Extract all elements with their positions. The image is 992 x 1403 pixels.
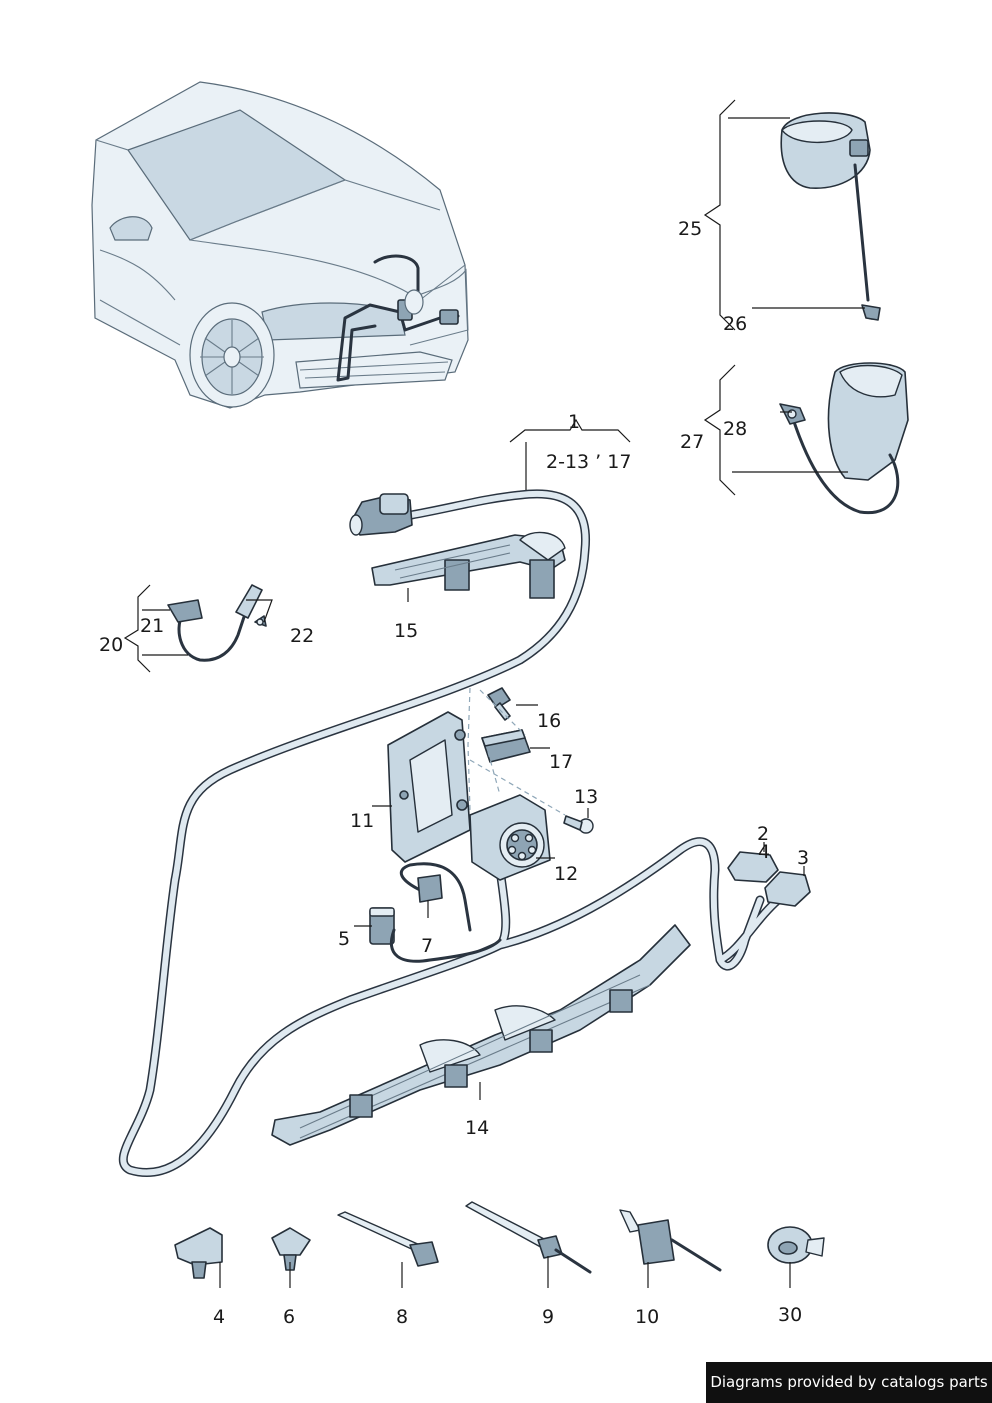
car-illustration — [91, 81, 469, 409]
label-10: 10 — [635, 1306, 659, 1328]
label-27: 27 — [680, 431, 704, 453]
label-20: 20 — [99, 634, 123, 656]
label-11: 11 — [350, 810, 374, 832]
label-1: 1 — [568, 411, 580, 433]
label-26: 26 — [723, 313, 747, 335]
part-10-cable-holder — [619, 1209, 722, 1272]
part-12-charging-socket — [469, 794, 551, 881]
part-5-connector — [369, 907, 395, 945]
label-21: 21 — [140, 615, 164, 637]
label-17: 17 — [549, 751, 573, 773]
label-12: 12 — [554, 863, 578, 885]
main-wiring-harness — [118, 489, 783, 1177]
part-17-module — [481, 729, 531, 763]
label-16: 16 — [537, 710, 561, 732]
part-14-rail — [271, 924, 691, 1146]
part-4-clip — [174, 1227, 223, 1279]
part-11-mounting-frame — [387, 711, 471, 863]
label-4: 4 — [213, 1306, 225, 1328]
harness-connector-top — [349, 493, 413, 536]
credit-banner: Diagrams provided by catalogs parts — [706, 1362, 992, 1403]
label-3: 3 — [797, 847, 809, 869]
label-2: 2 — [757, 823, 769, 845]
part-25-cap — [780, 112, 881, 321]
label-13: 13 — [574, 786, 598, 808]
label-7: 7 — [421, 935, 433, 957]
part-30-grommet — [767, 1226, 825, 1264]
part-8-cable-tie — [337, 1211, 439, 1267]
label-1-range: 2-13 ’ 17 — [546, 451, 631, 473]
label-14: 14 — [465, 1117, 489, 1139]
part-13-screw — [563, 815, 594, 834]
part-6-clip — [271, 1227, 311, 1271]
label-5: 5 — [338, 928, 350, 950]
label-25: 25 — [678, 218, 702, 240]
label-22: 22 — [290, 625, 314, 647]
leader-lines — [142, 117, 865, 1288]
part-15-bracket — [371, 531, 566, 599]
part-16-bolt — [487, 687, 511, 721]
part-27-cap — [779, 362, 909, 515]
label-6: 6 — [283, 1306, 295, 1328]
label-15: 15 — [394, 620, 418, 642]
part-3-connector — [764, 871, 811, 907]
part-7-grommet — [389, 862, 502, 963]
label-28: 28 — [723, 418, 747, 440]
label-8: 8 — [396, 1306, 408, 1328]
label-4-upper: 4 — [758, 841, 770, 863]
label-9: 9 — [542, 1306, 554, 1328]
part-20-small-harness — [167, 584, 267, 662]
part-9-cable-tie — [465, 1201, 592, 1274]
part-labels: 1 2-13 ’ 17 2 3 4 4 5 6 7 8 9 10 11 12 1… — [99, 218, 809, 1328]
braces — [123, 99, 736, 673]
label-30: 30 — [778, 1304, 802, 1326]
part-2-connector — [727, 851, 779, 883]
